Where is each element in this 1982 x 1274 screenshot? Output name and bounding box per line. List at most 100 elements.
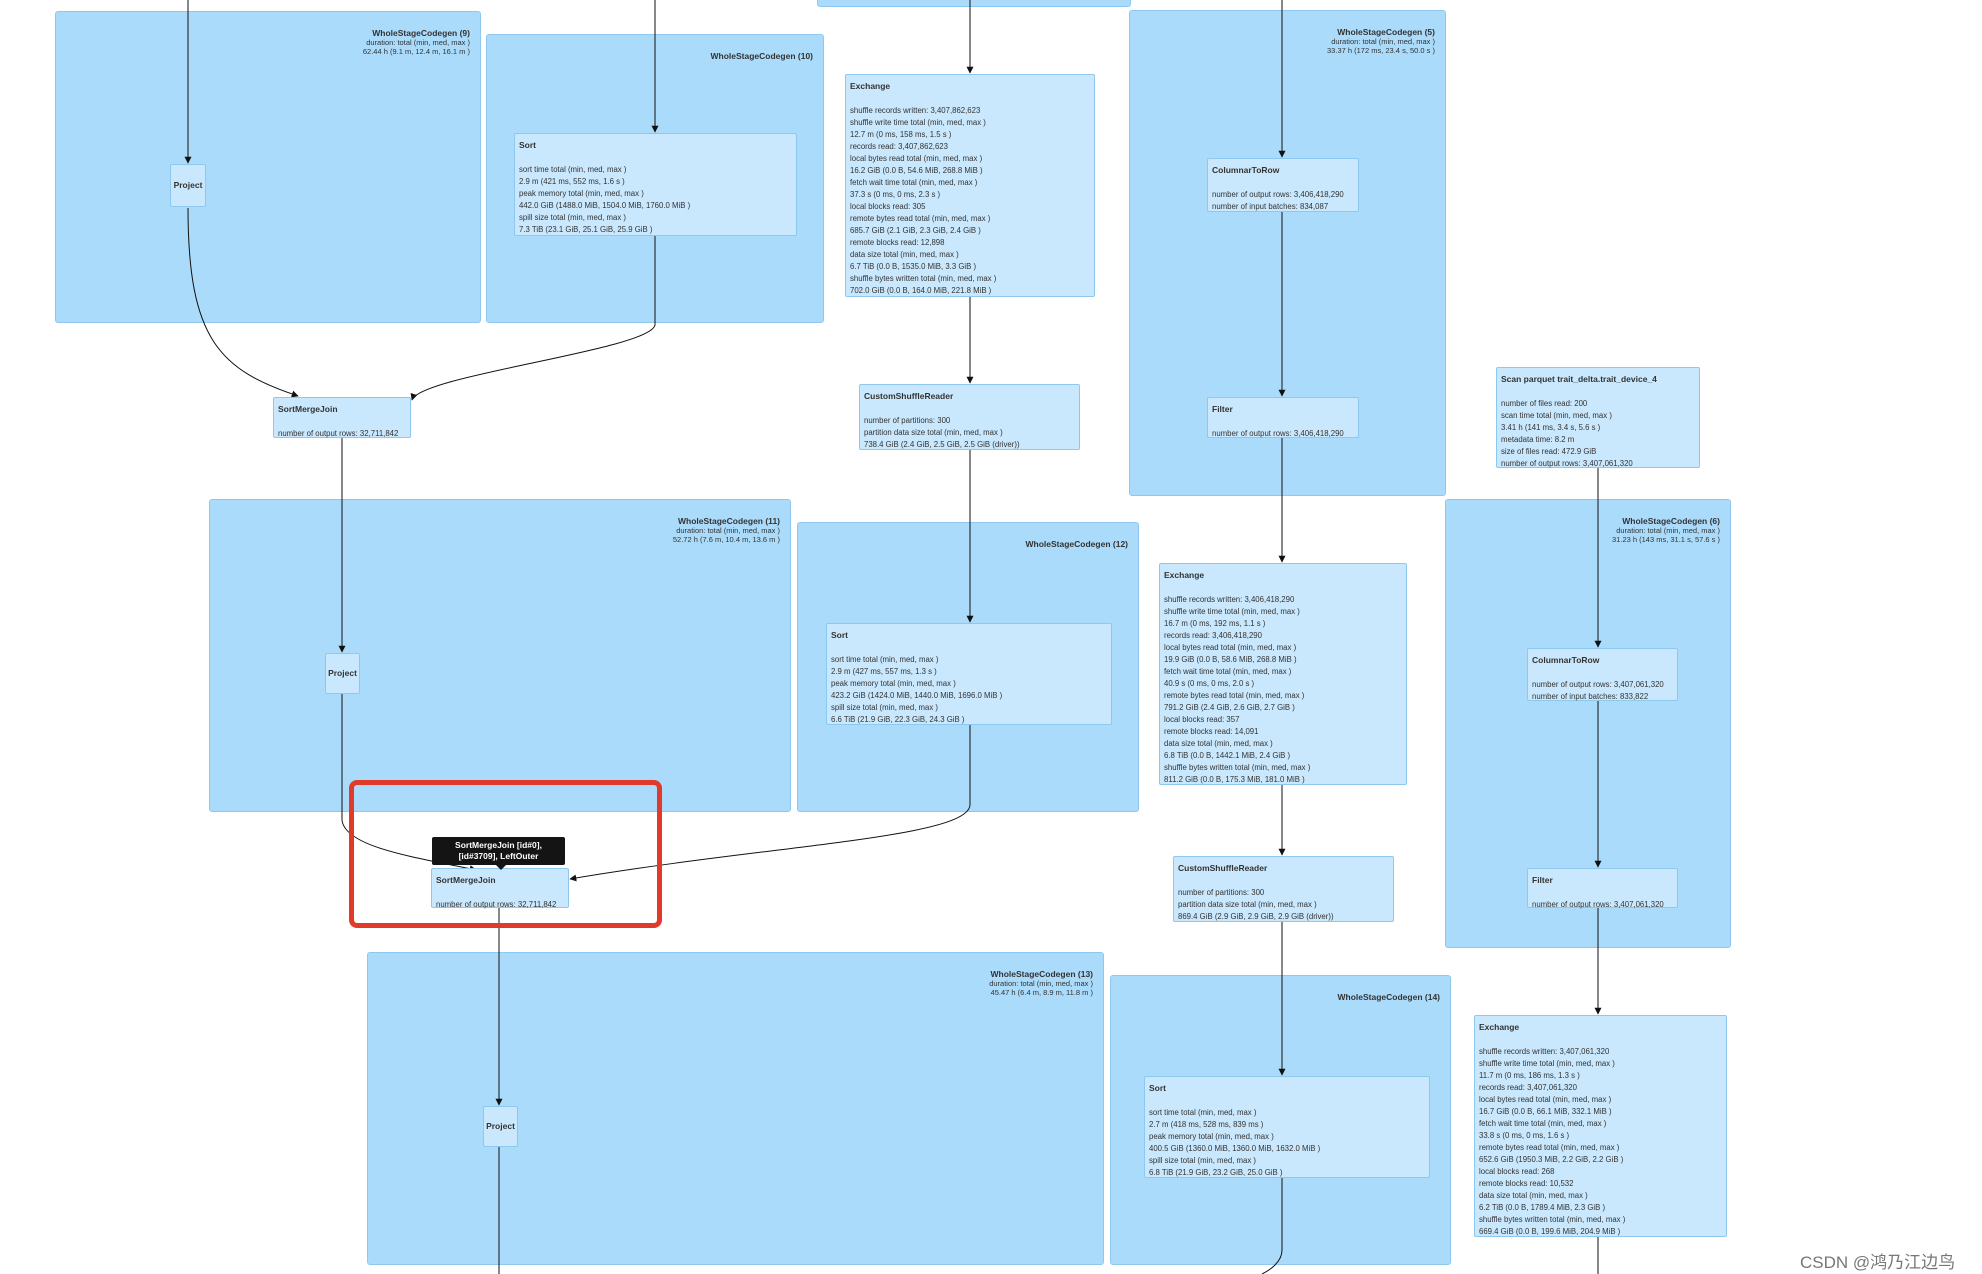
- metric-line: spill size total (min, med, max ): [831, 703, 939, 712]
- node-filter[interactable]: Filter number of output rows: 3,407,061,…: [1527, 868, 1678, 911]
- metric-line: 33.8 s (0 ms, 0 ms, 1.6 s ): [1479, 1131, 1570, 1140]
- metric-line: remote bytes read total (min, med, max ): [1164, 691, 1305, 700]
- node-title: Sort: [831, 630, 848, 640]
- metric-line: shuffle records written: 3,407,862,623: [850, 106, 981, 115]
- cluster-duration-value: 62.44 h (9.1 m, 12.4 m, 16.1 m ): [362, 46, 470, 56]
- metrics-list: number of output rows: 3,407,061,320 num…: [1532, 679, 1673, 703]
- metric-line: remote bytes read total (min, med, max ): [850, 214, 991, 223]
- metric-line: sort time total (min, med, max ): [831, 655, 939, 664]
- metric-line: 685.7 GiB (2.1 GiB, 2.3 GiB, 2.4 GiB ): [850, 226, 981, 235]
- metric-line: partition data size total (min, med, max…: [1178, 900, 1317, 909]
- metric-line: sort time total (min, med, max ): [519, 165, 627, 174]
- node-tooltip: SortMergeJoin [id#0], [id#3709], LeftOut…: [432, 837, 565, 865]
- cluster-duration-value: 52.72 h (7.6 m, 10.4 m, 13.6 m ): [672, 534, 780, 544]
- node-custom-shuffle-reader[interactable]: CustomShuffleReader number of partitions…: [859, 384, 1080, 450]
- metrics-list: shuffle records written: 3,406,418,290 s…: [1164, 594, 1402, 786]
- node-sort[interactable]: Sort sort time total (min, med, max ) 2.…: [826, 623, 1112, 725]
- metric-line: 12.7 m (0 ms, 158 ms, 1.5 s ): [850, 130, 952, 139]
- node-sort-merge-join-highlighted[interactable]: SortMergeJoin number of output rows: 32,…: [431, 868, 569, 911]
- node-title: Project: [173, 180, 203, 190]
- metric-line: number of output rows: 3,406,418,290: [1212, 429, 1344, 438]
- metrics-list: number of output rows: 32,711,842: [436, 899, 564, 911]
- node-exchange[interactable]: Exchange shuffle records written: 3,407,…: [1474, 1015, 1727, 1237]
- node-title: Sort: [519, 140, 536, 150]
- metrics-list: sort time total (min, med, max ) 2.9 m (…: [519, 164, 792, 236]
- metric-line: shuffle write time total (min, med, max …: [850, 118, 986, 127]
- tooltip-line: [id#3709], LeftOuter: [458, 851, 539, 861]
- metric-line: 16.7 m (0 ms, 192 ms, 1.1 s ): [1164, 619, 1266, 628]
- node-sort[interactable]: Sort sort time total (min, med, max ) 2.…: [1144, 1076, 1430, 1178]
- metric-line: remote blocks read: 12,898: [850, 238, 945, 247]
- node-project[interactable]: Project: [170, 164, 206, 207]
- node-filter[interactable]: Filter number of output rows: 3,406,418,…: [1207, 397, 1359, 438]
- metric-line: 40.9 s (0 ms, 0 ms, 2.0 s ): [1164, 679, 1255, 688]
- node-title: Project: [486, 1121, 515, 1131]
- node-scan-parquet[interactable]: Scan parquet trait_delta.trait_device_4 …: [1496, 367, 1700, 468]
- tooltip-pointer: [496, 865, 506, 870]
- metric-line: metadata time: 8.2 m: [1501, 435, 1575, 444]
- metric-line: number of input batches: 833,822: [1532, 692, 1649, 701]
- metric-line: partition data size total (min, med, max…: [864, 428, 1003, 437]
- metric-line: 7.3 TiB (23.1 GiB, 25.1 GiB, 25.9 GiB ): [519, 225, 653, 234]
- node-exchange[interactable]: Exchange shuffle records written: 3,407,…: [845, 74, 1095, 297]
- metric-line: shuffle records written: 3,407,061,320: [1479, 1047, 1610, 1056]
- metric-line: 442.0 GiB (1488.0 MiB, 1504.0 MiB, 1760.…: [519, 201, 691, 210]
- metric-line: fetch wait time total (min, med, max ): [1479, 1119, 1607, 1128]
- metric-line: 6.6 TiB (21.9 GiB, 22.3 GiB, 24.3 GiB ): [831, 715, 965, 724]
- metric-line: records read: 3,406,418,290: [1164, 631, 1262, 640]
- metric-line: 2.9 m (421 ms, 552 ms, 1.6 s ): [519, 177, 625, 186]
- metric-line: 811.2 GiB (0.0 B, 175.3 MiB, 181.0 MiB ): [1164, 775, 1305, 784]
- metric-line: records read: 3,407,862,623: [850, 142, 948, 151]
- cluster-wsc9[interactable]: WholeStageCodegen (9) duration: total (m…: [55, 11, 481, 323]
- metric-line: number of partitions: 300: [864, 416, 951, 425]
- node-columnar-to-row[interactable]: ColumnarToRow number of output rows: 3,4…: [1207, 158, 1359, 212]
- cluster-title: WholeStageCodegen (10): [710, 51, 813, 61]
- metric-line: number of output rows: 3,407,061,320: [1532, 680, 1664, 689]
- metrics-list: number of output rows: 3,407,061,320: [1532, 899, 1673, 911]
- tooltip-line: SortMergeJoin [id#0],: [455, 840, 542, 850]
- metric-line: local bytes read total (min, med, max ): [1479, 1095, 1612, 1104]
- cluster-duration-label: duration: total (min, med, max ): [989, 979, 1093, 988]
- node-title: Filter: [1532, 875, 1553, 885]
- metrics-list: number of output rows: 3,406,418,290 num…: [1212, 189, 1354, 213]
- node-project[interactable]: Project: [483, 1106, 518, 1147]
- metric-line: 37.3 s (0 ms, 0 ms, 2.3 s ): [850, 190, 941, 199]
- node-title: Sort: [1149, 1083, 1166, 1093]
- node-exchange[interactable]: Exchange shuffle records written: 3,406,…: [1159, 563, 1407, 785]
- node-sort[interactable]: Sort sort time total (min, med, max ) 2.…: [514, 133, 797, 236]
- metric-line: data size total (min, med, max ): [1164, 739, 1273, 748]
- metric-line: 652.6 GiB (1950.3 MiB, 2.2 GiB, 2.2 GiB …: [1479, 1155, 1624, 1164]
- node-project[interactable]: Project: [325, 653, 360, 694]
- metric-line: local blocks read: 268: [1479, 1167, 1555, 1176]
- metric-line: number of output rows: 32,711,842: [278, 429, 399, 438]
- metrics-list: number of output rows: 32,711,842: [278, 428, 406, 440]
- metric-line: 791.2 GiB (2.4 GiB, 2.6 GiB, 2.7 GiB ): [1164, 703, 1295, 712]
- metric-line: number of output rows: 32,711,842: [436, 900, 557, 909]
- node-title: Scan parquet trait_delta.trait_device_4: [1501, 374, 1657, 384]
- cluster-title: WholeStageCodegen (9): [372, 28, 470, 38]
- metric-line: number of input batches: 834,087: [1212, 202, 1329, 211]
- metric-line: 2.7 m (418 ms, 528 ms, 839 ms ): [1149, 1120, 1264, 1129]
- cluster-wsc13[interactable]: WholeStageCodegen (13) duration: total (…: [367, 952, 1104, 1265]
- cluster-duration-label: duration: total (min, med, max ): [1616, 526, 1720, 535]
- metric-line: 6.7 TiB (0.0 B, 1535.0 MiB, 3.3 GiB ): [850, 262, 977, 271]
- metric-line: peak memory total (min, med, max ): [1149, 1132, 1274, 1141]
- metric-line: 3.41 h (141 ms, 3.4 s, 5.6 s ): [1501, 423, 1601, 432]
- metric-line: 423.2 GiB (1424.0 MiB, 1440.0 MiB, 1696.…: [831, 691, 1003, 700]
- cluster-top-partial[interactable]: [817, 0, 1131, 7]
- metric-line: local blocks read: 357: [1164, 715, 1240, 724]
- metric-line: shuffle write time total (min, med, max …: [1164, 607, 1300, 616]
- metric-line: shuffle bytes written total (min, med, m…: [1479, 1215, 1626, 1224]
- node-columnar-to-row[interactable]: ColumnarToRow number of output rows: 3,4…: [1527, 648, 1678, 701]
- metric-line: 2.9 m (427 ms, 557 ms, 1.3 s ): [831, 667, 937, 676]
- cluster-wsc11[interactable]: WholeStageCodegen (11) duration: total (…: [209, 499, 791, 812]
- node-sort-merge-join[interactable]: SortMergeJoin number of output rows: 32,…: [273, 397, 411, 438]
- metric-line: 6.2 TiB (0.0 B, 1789.4 MiB, 2.3 GiB ): [1479, 1203, 1606, 1212]
- node-custom-shuffle-reader[interactable]: CustomShuffleReader number of partitions…: [1173, 856, 1394, 922]
- metric-line: 19.9 GiB (0.0 B, 58.6 MiB, 268.8 MiB ): [1164, 655, 1297, 664]
- node-title: Exchange: [850, 81, 891, 91]
- metric-line: size of files read: 472.9 GiB: [1501, 447, 1597, 456]
- metric-line: shuffle bytes written total (min, med, m…: [850, 274, 997, 283]
- node-title: Exchange: [1164, 570, 1205, 580]
- node-title: Project: [328, 668, 357, 678]
